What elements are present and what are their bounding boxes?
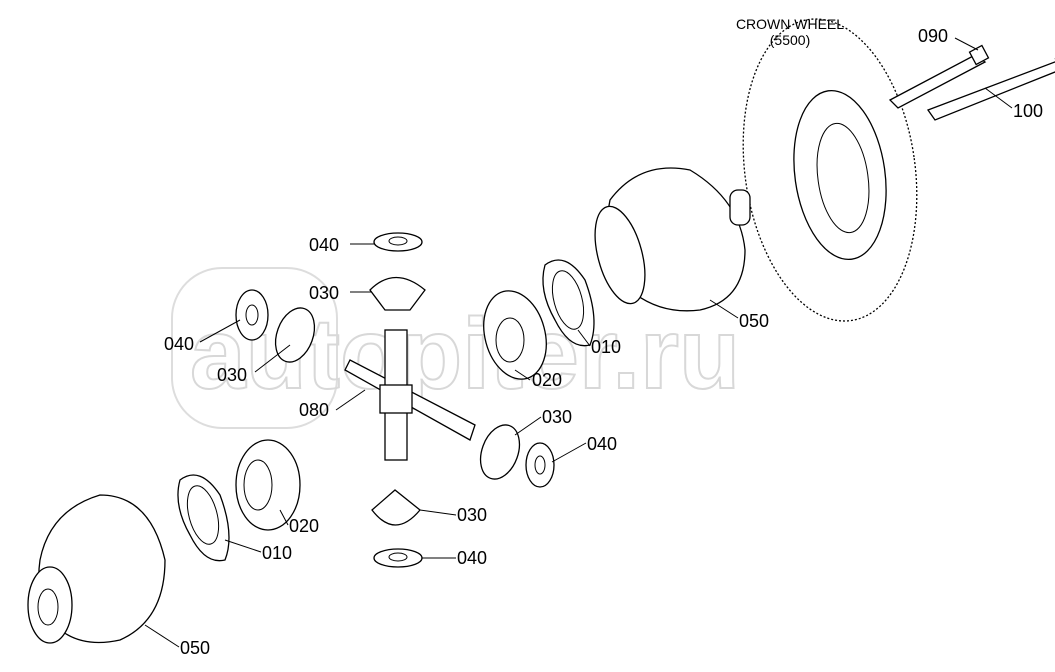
callout-030-right: 030 bbox=[542, 407, 572, 427]
crown-wheel-ref: (5500) bbox=[770, 32, 810, 48]
callout-090: 090 bbox=[918, 26, 948, 46]
washer-bottom bbox=[373, 548, 423, 568]
callout-010-right: 010 bbox=[591, 337, 621, 357]
thrust-plate-left bbox=[177, 474, 230, 562]
cross-shaft bbox=[344, 329, 476, 461]
callout-030-left: 030 bbox=[217, 365, 247, 385]
callout-100: 100 bbox=[1013, 101, 1043, 121]
washer-top bbox=[373, 232, 423, 252]
housing-left bbox=[27, 494, 166, 644]
pinion-gear-top bbox=[369, 277, 426, 311]
side-gear-right bbox=[483, 290, 547, 380]
svg-text:autopiter.ru: autopiter.ru bbox=[190, 298, 740, 410]
callout-030-top: 030 bbox=[309, 283, 339, 303]
callout-040-right: 040 bbox=[587, 434, 617, 454]
washer-right bbox=[525, 442, 555, 488]
washer-left bbox=[235, 289, 269, 341]
callout-020-right: 020 bbox=[532, 370, 562, 390]
callout-040-top: 040 bbox=[309, 235, 339, 255]
bolt-090 bbox=[888, 44, 990, 109]
callout-080: 080 bbox=[299, 400, 329, 420]
callout-050-right: 050 bbox=[739, 311, 769, 331]
bolt-100 bbox=[926, 53, 1055, 121]
callout-040-left: 040 bbox=[164, 334, 194, 354]
crown-wheel-title: CROWN WHEEL bbox=[736, 16, 844, 32]
pinion-gear-right bbox=[479, 424, 521, 480]
callout-010-left: 010 bbox=[262, 543, 292, 563]
callout-030-bottom: 030 bbox=[457, 505, 487, 525]
pinion-gear-bottom bbox=[371, 489, 421, 526]
callout-050-left: 050 bbox=[180, 638, 210, 658]
callout-020-left: 020 bbox=[289, 516, 319, 536]
housing-right bbox=[594, 167, 751, 312]
leader-lines bbox=[144, 37, 1013, 648]
callout-040-bottom: 040 bbox=[457, 548, 487, 568]
side-gear-left bbox=[235, 439, 301, 531]
thrust-plate-right bbox=[542, 259, 595, 347]
crown-wheel bbox=[742, 18, 918, 322]
